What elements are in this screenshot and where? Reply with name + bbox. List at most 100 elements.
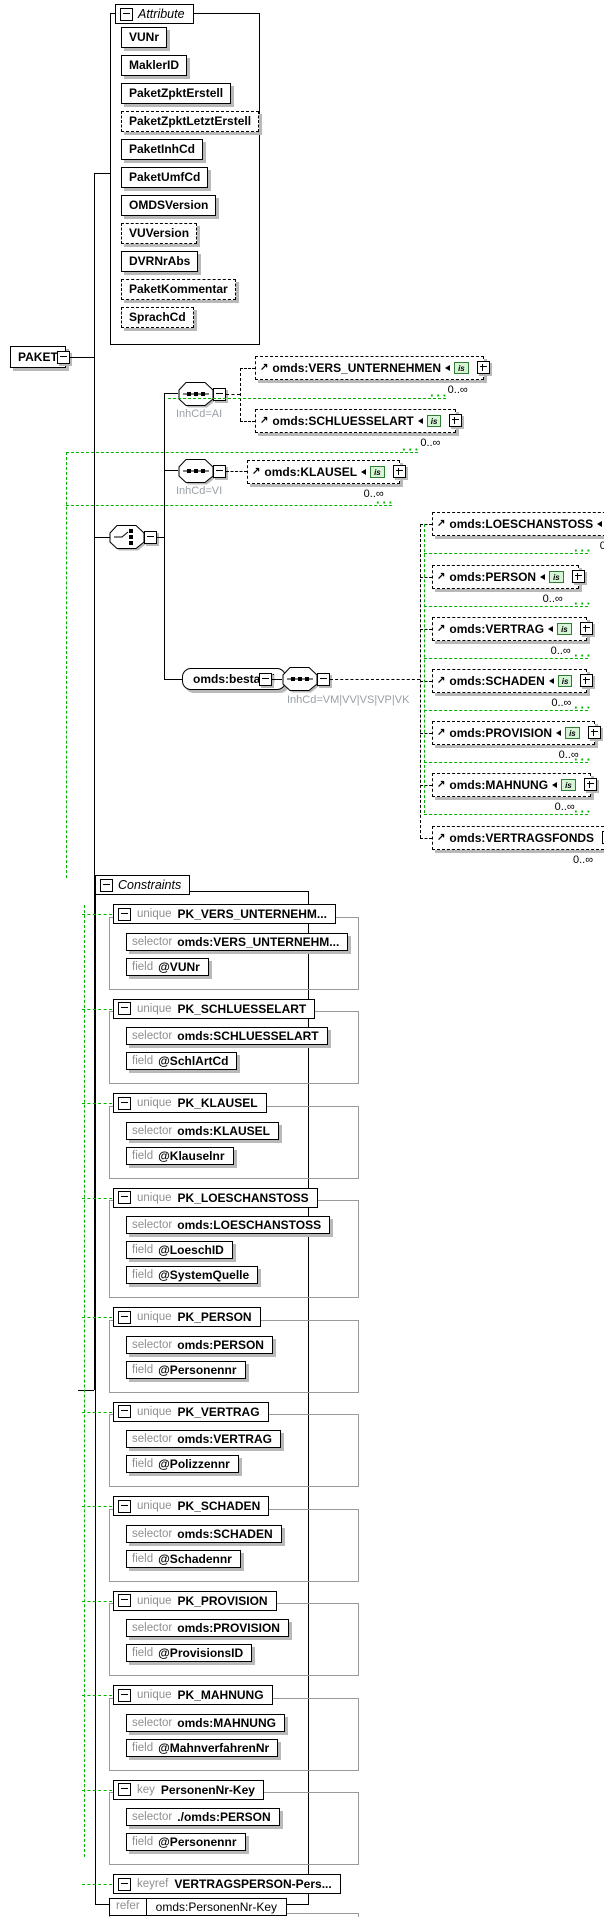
- constraint-field[interactable]: field@SystemQuelle: [126, 1266, 259, 1284]
- choice-compositor[interactable]: [109, 525, 147, 551]
- element-box[interactable]: ↗ omds:MAHNUNG is: [432, 773, 597, 797]
- constraint-field[interactable]: field@Klauselnr: [126, 1146, 234, 1165]
- expand-icon[interactable]: [579, 622, 593, 635]
- element-box[interactable]: ↗ omds:SCHADEN is: [432, 669, 594, 693]
- constraint-header[interactable]: unique PK_SCHADEN: [81, 1496, 270, 1516]
- constraint-header[interactable]: unique PK_MAHNUNG: [82, 1685, 273, 1705]
- collapse-icon[interactable]: [120, 7, 133, 21]
- attribute-paketinhcd[interactable]: PaketInhCd: [121, 139, 204, 160]
- constraint-field[interactable]: field@Personennr: [126, 1833, 246, 1851]
- collapse-icon[interactable]: [259, 673, 272, 686]
- attribute-vunr[interactable]: VUNr: [121, 27, 168, 48]
- collapse-icon[interactable]: [317, 673, 330, 686]
- element-box[interactable]: ↗ omds:PERSON is: [432, 565, 585, 589]
- expand-icon[interactable]: [476, 361, 490, 374]
- expand-icon[interactable]: [602, 831, 604, 844]
- collapse-icon[interactable]: [118, 907, 131, 921]
- element-mahnung[interactable]: ↗ omds:MAHNUNG is 0..∞: [432, 773, 597, 813]
- constraint-field[interactable]: field@SchlArtCd: [126, 1052, 238, 1070]
- condition-label: InhCd=AI: [176, 408, 223, 420]
- constraint-field[interactable]: field@Polizzennr: [126, 1455, 239, 1473]
- element-box[interactable]: ↗ omds:VERTRAGSFONDS: [432, 826, 604, 850]
- root-element-paket[interactable]: PAKET: [10, 346, 66, 368]
- element-provision[interactable]: ↗ omds:PROVISION is 0..∞: [432, 721, 601, 761]
- constraint-field[interactable]: field@ProvisionsID: [126, 1644, 253, 1662]
- expand-icon[interactable]: [449, 414, 463, 427]
- collapse-icon[interactable]: [118, 1096, 131, 1110]
- attribute-sprachcd[interactable]: SprachCd: [121, 307, 194, 328]
- attribute-paketzpkterstell[interactable]: PaketZpktErstell: [121, 83, 232, 104]
- expand-icon[interactable]: [587, 726, 601, 739]
- expand-icon[interactable]: [583, 778, 597, 791]
- constraint-header[interactable]: unique PK_VERTRAG: [82, 1401, 269, 1422]
- element-person[interactable]: ↗ omds:PERSON is 0..∞: [432, 565, 585, 605]
- constraint-header[interactable]: unique PK_KLAUSEL: [82, 1093, 267, 1113]
- constraint-header[interactable]: unique PK_SCHLUESSELART: [81, 998, 316, 1019]
- collapse-icon[interactable]: [118, 1310, 131, 1324]
- attribute-paketumfcd[interactable]: PaketUmfCd: [121, 167, 209, 188]
- collapse-icon[interactable]: [118, 1594, 131, 1607]
- constraint-selector[interactable]: selector./omds:PERSON: [126, 1808, 280, 1826]
- collapse-icon[interactable]: [118, 1002, 131, 1015]
- constraint-header[interactable]: keyref VERTRAGSPERSON-Pers...: [82, 1874, 341, 1894]
- expand-icon[interactable]: [571, 570, 585, 583]
- collapse-icon[interactable]: [57, 351, 70, 364]
- constraint-field[interactable]: field@LoeschID: [126, 1241, 233, 1259]
- constraint-header[interactable]: unique PK_VERS_UNTERNEHM...: [82, 904, 336, 924]
- element-vers-unternehmen[interactable]: ↗ omds:VERS_UNTERNEHMEN is 0..∞: [255, 356, 490, 396]
- element-box[interactable]: ↗ omds:LOESCHANSTOSS is: [432, 512, 604, 536]
- element-loeschanstoss[interactable]: ↗ omds:LOESCHANSTOSS is 0..∞: [432, 512, 604, 552]
- constraint-header[interactable]: unique PK_PROVISION: [82, 1590, 277, 1611]
- collapse-icon[interactable]: [118, 1499, 131, 1513]
- constraint-header[interactable]: unique PK_LOESCHANSTOSS: [82, 1187, 318, 1208]
- collapse-icon[interactable]: [118, 1688, 131, 1702]
- constraint-header[interactable]: unique PK_PERSON: [82, 1307, 261, 1327]
- element-box[interactable]: ↗ omds:KLAUSEL is: [247, 460, 406, 484]
- attribute-paketkommentar[interactable]: PaketKommentar: [121, 279, 236, 300]
- attribute-group-tab[interactable]: Attribute: [115, 4, 194, 24]
- constraint-header[interactable]: key PersonenNr-Key: [82, 1779, 264, 1800]
- element-vertragsfonds[interactable]: ↗ omds:VERTRAGSFONDS 0..∞: [432, 826, 604, 866]
- collapse-icon[interactable]: [118, 1877, 131, 1891]
- constraint-field[interactable]: field@MahnverfahrenNr: [126, 1738, 279, 1757]
- constraint-scope-dots: ···: [574, 752, 593, 767]
- expand-icon[interactable]: [580, 674, 594, 687]
- constraints-group-tab[interactable]: Constraints: [95, 875, 191, 895]
- constraint-field[interactable]: field@VUNr: [126, 957, 209, 976]
- collapse-icon[interactable]: [213, 465, 226, 478]
- collapse-icon[interactable]: [144, 531, 157, 544]
- element-schaden[interactable]: ↗ omds:SCHADEN is 0..∞: [432, 669, 594, 709]
- collapse-icon[interactable]: [213, 388, 226, 401]
- attribute-dvrnrabs[interactable]: DVRNrAbs: [121, 251, 199, 272]
- collapse-icon[interactable]: [118, 1405, 131, 1418]
- attribute-paketzpktletzterstell[interactable]: PaketZpktLetztErstell: [121, 111, 260, 132]
- element-schluesselart[interactable]: ↗ omds:SCHLUESSELART is 0..∞: [255, 409, 463, 449]
- element-box[interactable]: ↗ omds:VERTRAG is: [432, 617, 593, 641]
- collapse-icon[interactable]: [118, 1191, 131, 1204]
- element-box[interactable]: ↗ omds:SCHLUESSELART is: [255, 409, 463, 433]
- constraint-field[interactable]: field@Schadennr: [126, 1549, 241, 1568]
- attribute-maklerid[interactable]: MaklerID: [121, 55, 188, 76]
- sequence-compositor-ai[interactable]: [178, 382, 216, 408]
- attribute-vuversion[interactable]: VUVersion: [121, 223, 198, 244]
- attribute-omdsversion[interactable]: OMDSVersion: [121, 195, 217, 216]
- element-box[interactable]: ↗ omds:PROVISION is: [432, 721, 601, 745]
- collapse-icon[interactable]: [100, 878, 113, 892]
- element-klausel[interactable]: ↗ omds:KLAUSEL is 0..∞: [247, 460, 406, 500]
- constraint-field[interactable]: field@Personennr: [126, 1360, 246, 1379]
- sequence-compositor-vi[interactable]: [178, 459, 216, 485]
- expand-icon[interactable]: [392, 465, 406, 478]
- element-vertrag[interactable]: ↗ omds:VERTRAG is 0..∞: [432, 617, 593, 657]
- element-box[interactable]: ↗ omds:VERS_UNTERNEHMEN is: [255, 356, 490, 380]
- sequence-compositor-bestand[interactable]: [282, 667, 320, 693]
- collapse-icon[interactable]: [118, 1783, 131, 1796]
